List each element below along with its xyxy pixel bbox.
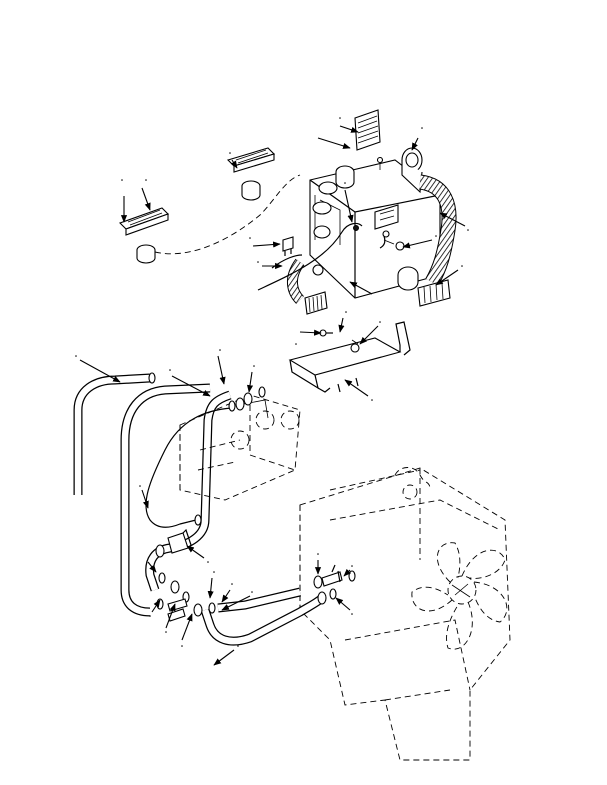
- heater-hose-left: [73, 372, 156, 495]
- engine-fan: [411, 542, 508, 650]
- grille-small-bottom: [304, 291, 328, 315]
- callout-leaders: [79, 125, 466, 666]
- heater-hose-bottom: [200, 594, 326, 646]
- heater-hose-loop: [120, 383, 211, 617]
- corrugated-duct-hose: [287, 174, 457, 304]
- bracket-screw: [319, 329, 333, 337]
- heater-hose-inner: [145, 390, 232, 592]
- wiring-harness: [257, 156, 390, 291]
- heater-box: [309, 147, 441, 299]
- shutoff-valve: [155, 514, 202, 558]
- engine-fittings: [313, 564, 356, 605]
- callout-marks: [75, 117, 469, 647]
- relay-switch: [282, 236, 294, 256]
- defroster-vent-left: [118, 207, 170, 264]
- louvered-grille-top: [354, 109, 381, 151]
- duct-route-dashed: [154, 174, 301, 255]
- control-cable: [145, 407, 233, 528]
- engine-outline: [299, 467, 511, 761]
- louvered-grille-right: [417, 279, 451, 307]
- heater-mounting-bracket: [288, 321, 411, 393]
- hose-clamps-upper: [228, 386, 266, 412]
- hose-clamps-lower: [156, 572, 216, 622]
- heater-valve-assembly-phantom: [179, 394, 301, 501]
- defroster-vent-center: [226, 147, 276, 201]
